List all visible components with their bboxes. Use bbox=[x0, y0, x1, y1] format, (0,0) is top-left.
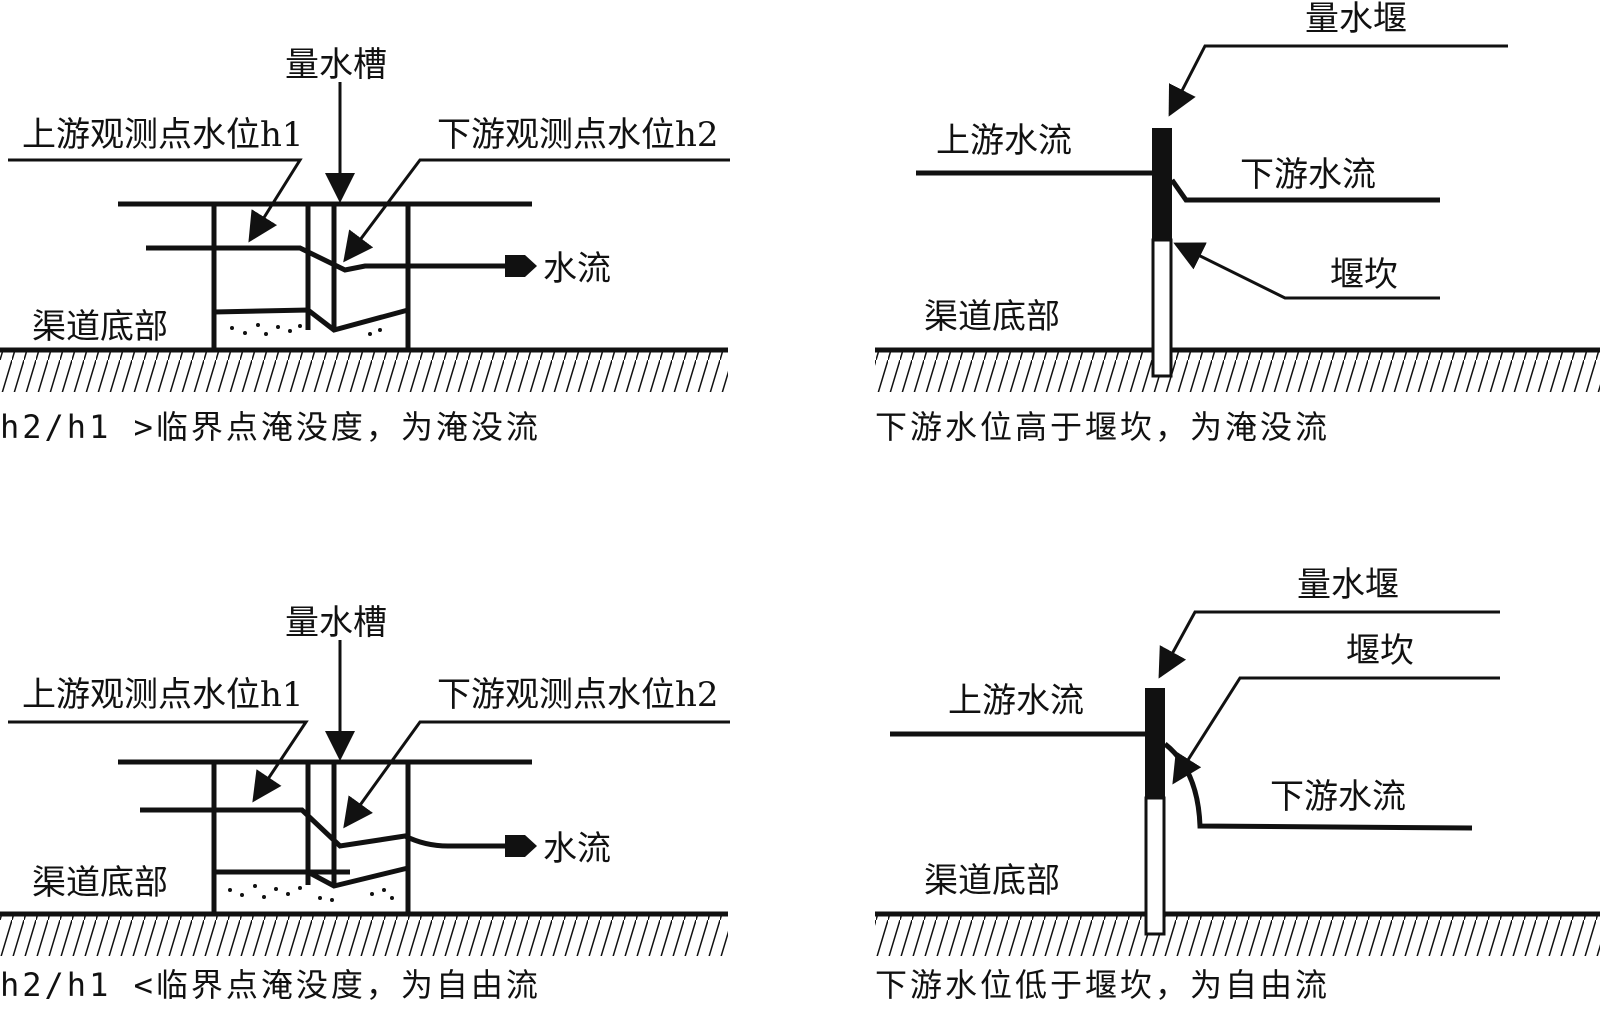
upstream-leader bbox=[8, 158, 303, 243]
upstream-level-label: 上游观测点水位h1 bbox=[22, 675, 304, 715]
panel-flume-submerged: 量水槽 上游观测点水位h1 下游观测点水位h2 水流 渠道底部 h2/h1 >临… bbox=[0, 45, 730, 446]
upstream-flow-label: 上游水流 bbox=[948, 681, 1084, 721]
water-surface bbox=[146, 245, 505, 273]
ground-hatch bbox=[875, 914, 1600, 956]
crest-label: 堰坎 bbox=[1346, 631, 1414, 671]
flow-arrow-head bbox=[505, 255, 537, 277]
weir-crest-post bbox=[1151, 238, 1173, 378]
water-surface bbox=[140, 807, 505, 849]
weir-crest-post bbox=[1144, 796, 1166, 936]
weir-plate bbox=[1145, 688, 1165, 798]
ground-hatch bbox=[0, 914, 728, 956]
sediment bbox=[230, 323, 382, 336]
ground-hatch bbox=[875, 350, 1600, 392]
upstream-flow-label: 上游水流 bbox=[936, 121, 1072, 161]
caption: 下游水位高于堰坎，为淹没流 bbox=[875, 408, 1330, 446]
channel-bottom-label: 渠道底部 bbox=[32, 863, 168, 903]
weir-label: 量水堰 bbox=[1305, 0, 1407, 39]
downstream-flow-label: 下游水流 bbox=[1270, 777, 1406, 817]
flow-arrow-head bbox=[505, 835, 537, 857]
channel-bottom-label: 渠道底部 bbox=[924, 861, 1060, 901]
upstream-level-label: 上游观测点水位h1 bbox=[22, 115, 304, 155]
weir-plate bbox=[1152, 128, 1172, 240]
sediment bbox=[228, 884, 394, 902]
flume-label: 量水槽 bbox=[285, 603, 387, 643]
caption: h2/h1 <临界点淹没度，为自由流 bbox=[0, 966, 541, 1004]
flow-label: 水流 bbox=[543, 829, 611, 869]
crest-label: 堰坎 bbox=[1330, 255, 1398, 295]
downstream-leader bbox=[343, 158, 730, 263]
caption: 下游水位低于堰坎，为自由流 bbox=[875, 966, 1330, 1004]
flume-label: 量水槽 bbox=[285, 45, 387, 85]
weir-leader bbox=[1158, 610, 1500, 679]
downstream-level-label: 下游观测点水位h2 bbox=[437, 115, 719, 155]
panel-weir-submerged: 量水堰 上游水流 下游水流 堰坎 渠道底部 下游水位高于堰坎，为淹没流 bbox=[875, 0, 1600, 446]
channel-bottom-label: 渠道底部 bbox=[924, 297, 1060, 337]
crest-leader bbox=[1172, 676, 1500, 785]
channel-bottom-label: 渠道底部 bbox=[32, 307, 168, 347]
flume-floor bbox=[306, 865, 409, 889]
downstream-water bbox=[1169, 178, 1440, 203]
caption: h2/h1 >临界点淹没度，为淹没流 bbox=[0, 408, 541, 446]
weir-leader bbox=[1168, 44, 1508, 117]
downstream-level-label: 下游观测点水位h2 bbox=[437, 675, 719, 715]
ground-hatch bbox=[0, 350, 728, 392]
panel-weir-free: 量水堰 堰坎 上游水流 下游水流 渠道底部 下游水位低于堰坎，为自由流 bbox=[875, 565, 1600, 1004]
crest-leader bbox=[1173, 242, 1440, 300]
flume-floor bbox=[213, 307, 409, 333]
downstream-leader bbox=[343, 720, 730, 829]
flow-label: 水流 bbox=[543, 249, 611, 289]
flume-walls bbox=[211, 204, 411, 350]
weir-label: 量水堰 bbox=[1297, 565, 1399, 605]
panel-flume-free: 量水槽 上游观测点水位h1 下游观测点水位h2 水流 渠道底部 h2/h1 <临… bbox=[0, 603, 730, 1004]
downstream-flow-label: 下游水流 bbox=[1240, 155, 1376, 195]
upstream-leader bbox=[8, 720, 309, 803]
